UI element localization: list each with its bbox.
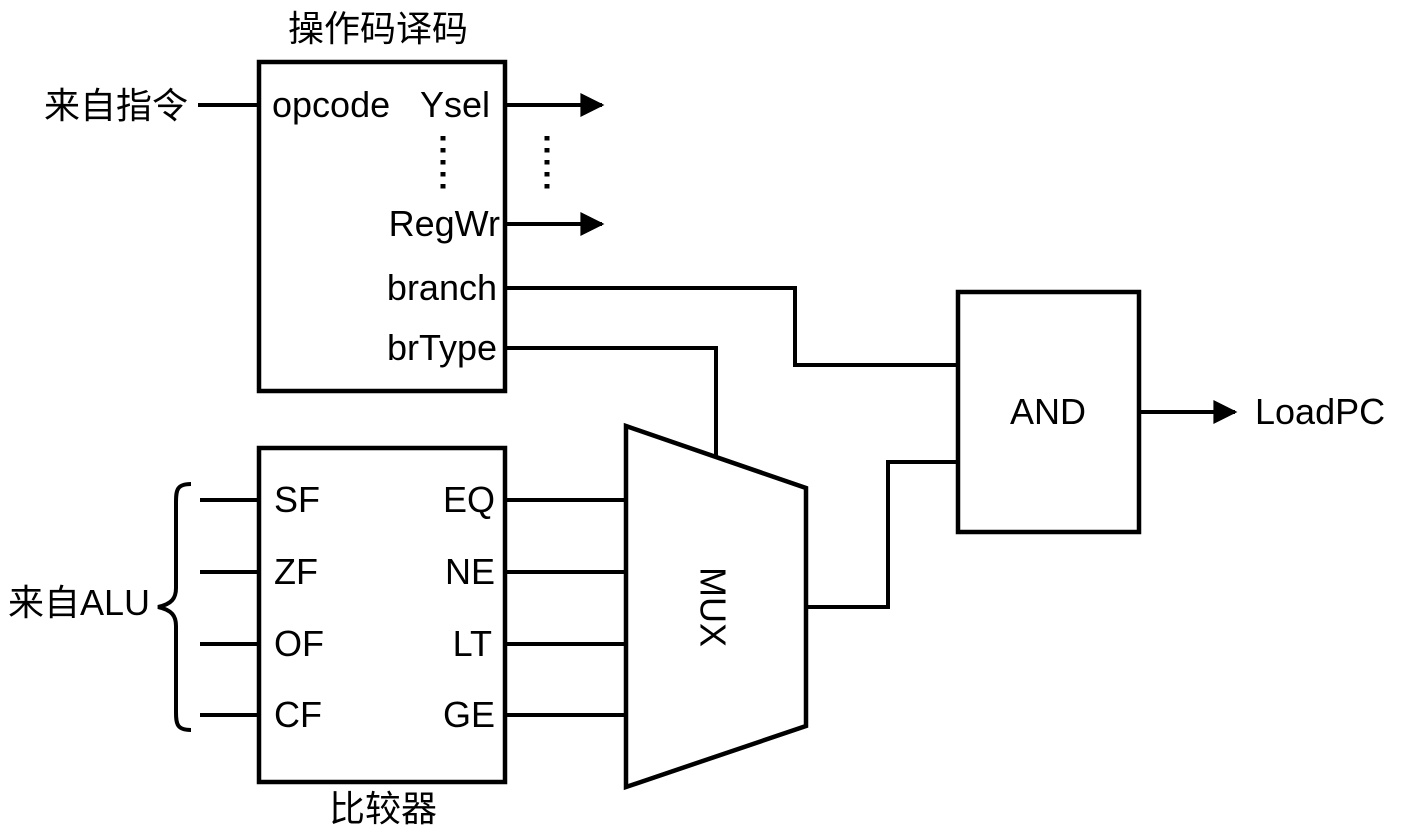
decoder-box [256, 59, 508, 394]
comparator-port-ge: GE [443, 694, 495, 735]
comparator-title: 比较器 [329, 788, 437, 829]
and-gate-label: AND [1010, 391, 1086, 432]
comparator-source-label: 来自ALU [8, 582, 150, 623]
comparator-port-sf: SF [274, 479, 320, 520]
comparator-port-cf: CF [274, 694, 322, 735]
decoder-source-label: 来自指令 [44, 85, 188, 126]
decoder-port-opcode: opcode [272, 84, 390, 125]
comparator-port-of: OF [274, 623, 324, 664]
mux-label: MUX [692, 567, 733, 647]
branch-wire [505, 286, 958, 367]
decoder-port-brtype: brType [387, 327, 497, 368]
decoder-title: 操作码译码 [288, 8, 468, 49]
comparator-port-zf: ZF [274, 551, 318, 592]
brtype-select-wire [505, 346, 718, 456]
decoder-port-regwr: RegWr [389, 203, 500, 244]
decoder-port-ysel: Ysel [420, 84, 490, 125]
comparator-port-eq: EQ [443, 479, 495, 520]
mux-shape [623, 422, 809, 791]
comparator-port-ne: NE [445, 551, 495, 592]
left-curly-brace-icon [157, 482, 192, 732]
and-gate-box [955, 289, 1142, 535]
comparator-port-lt: LT [453, 623, 492, 664]
decoder-port-branch: branch [387, 267, 497, 308]
mux-output-wire [806, 460, 958, 609]
loadpc-label: LoadPC [1255, 391, 1385, 432]
comparator-box [256, 445, 508, 785]
